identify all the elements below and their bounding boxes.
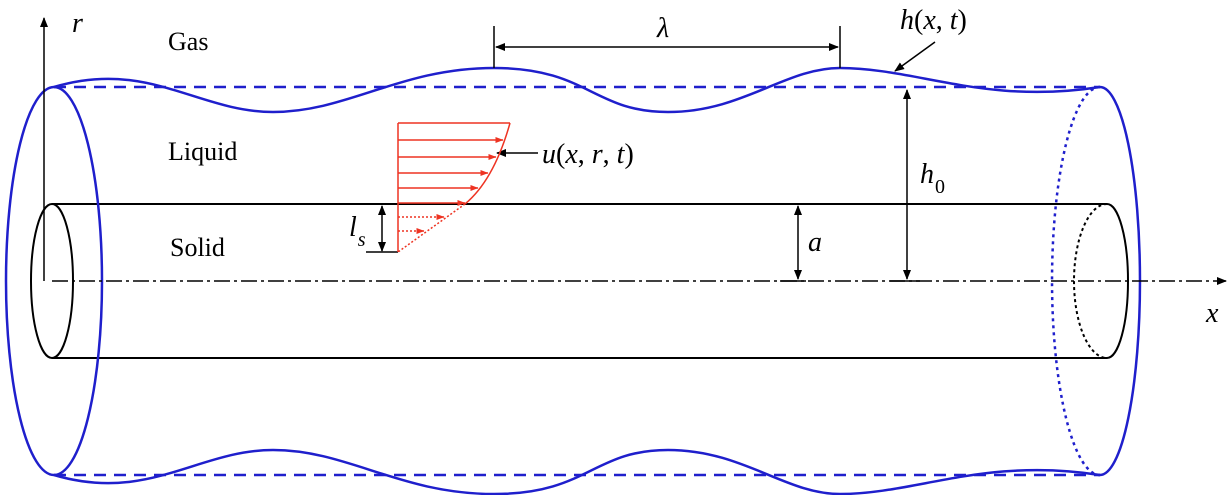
velocity-profile: [397, 122, 511, 253]
a-label: a: [808, 227, 822, 258]
profile-curve: [464, 122, 511, 205]
fiber-right-end-back: [1073, 203, 1108, 359]
h-pointer: [894, 41, 936, 72]
ls-label: ls: [349, 212, 366, 251]
film-top-wavy: [53, 66, 1101, 114]
x-axis-label: x: [1205, 298, 1219, 329]
h0-label: h0: [920, 159, 945, 198]
u-function-label: u(x, r, t): [542, 139, 634, 170]
film-bottom-wavy: [53, 448, 1101, 495]
liquid-label: Liquid: [168, 137, 237, 166]
h-function-label: h(x, t): [900, 5, 967, 36]
solid-fiber: [30, 203, 1129, 359]
solid-label: Solid: [170, 233, 225, 262]
lambda-label: λ: [656, 13, 669, 44]
axes: [40, 17, 1227, 285]
r-axis-label: r: [72, 8, 83, 39]
gas-label: Gas: [168, 27, 208, 56]
profile-slip-curve: [397, 203, 466, 253]
dimensions: [366, 26, 936, 282]
